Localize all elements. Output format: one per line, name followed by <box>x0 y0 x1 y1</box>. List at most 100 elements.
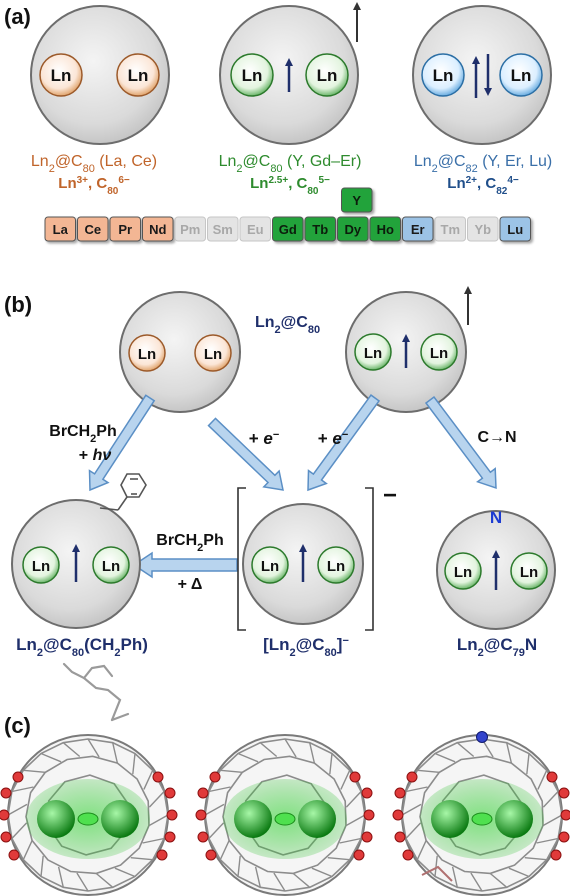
benzyl-stick-model <box>62 662 130 722</box>
ln-atom-label: Ln <box>520 564 538 581</box>
element-symbol: Lu <box>507 222 523 237</box>
fullerene-model <box>0 734 178 896</box>
cage-b-adduct: Ln Ln <box>11 473 147 629</box>
arrow-reduction-left <box>207 417 284 491</box>
panel-b-title: Ln2@C80 <box>255 314 320 336</box>
element-box-tb: Tb <box>304 216 336 242</box>
element-symbol: Y <box>352 193 361 208</box>
red-marker <box>558 831 570 843</box>
red-marker <box>361 787 373 799</box>
red-marker <box>546 771 558 783</box>
red-marker <box>0 809 10 821</box>
arrow3-label: + e− <box>318 429 349 448</box>
cage-b-anion: Ln Ln <box>242 503 364 625</box>
red-marker <box>209 771 221 783</box>
element-box-y: Y <box>341 187 373 213</box>
element-box-gd: Gd <box>272 216 304 242</box>
caption-a2-formula: Ln2@C80 (Y, Gd–Er) <box>219 153 362 175</box>
ln-atom-label: Ln <box>327 558 345 575</box>
ln-atom-label: Ln <box>511 66 532 85</box>
element-box-lu: Lu <box>499 216 531 242</box>
reaction-arrows <box>88 394 497 579</box>
bonding-orbital <box>77 812 99 826</box>
ln-atom-label: Ln <box>51 66 72 85</box>
red-marker <box>349 771 361 783</box>
caption-a2-charge: Ln2.5+, C805− <box>250 175 330 197</box>
red-marker <box>394 787 406 799</box>
element-box-eu: Eu <box>239 216 271 242</box>
element-symbol: Dy <box>344 222 361 237</box>
arrow-reduction-right <box>307 394 381 492</box>
red-marker <box>205 849 217 861</box>
element-symbol: Ce <box>84 222 101 237</box>
ln-atom-label: Ln <box>242 66 263 85</box>
red-marker <box>164 831 176 843</box>
element-box-dy: Dy <box>337 216 369 242</box>
cage-a2: Ln Ln <box>219 2 361 145</box>
red-marker <box>0 831 12 843</box>
element-symbol: Pr <box>118 222 132 237</box>
anion-bracket <box>237 487 374 631</box>
red-marker <box>156 849 168 861</box>
arrow1-reagent: BrCH2Ph <box>49 423 116 445</box>
element-symbol: Er <box>411 222 425 237</box>
element-symbol: Tb <box>312 222 328 237</box>
metal-atom <box>431 800 469 838</box>
fullerene-model <box>392 731 570 896</box>
ln-atom-label: Ln <box>128 66 149 85</box>
metal-atom <box>234 800 272 838</box>
red-marker <box>8 849 20 861</box>
red-marker <box>197 787 209 799</box>
element-symbol: Ho <box>377 222 394 237</box>
red-marker <box>12 771 24 783</box>
element-symbol: Tm <box>441 222 461 237</box>
panel-b-label: (b) <box>4 292 32 317</box>
red-marker <box>361 831 373 843</box>
arrow5-reagent: BrCH2Ph <box>156 532 223 554</box>
arrow1-condition: + hν <box>79 447 112 464</box>
panel-a-label: (a) <box>4 4 31 29</box>
ln-atom-label: Ln <box>204 346 222 363</box>
red-marker <box>152 771 164 783</box>
bonding-orbital <box>274 812 296 826</box>
ln-atom-label: Ln <box>138 346 156 363</box>
cage-a1: Ln Ln <box>30 5 170 145</box>
metal-atom <box>37 800 75 838</box>
red-marker <box>392 809 404 821</box>
red-marker <box>166 809 178 821</box>
caption-a1-charge: Ln3+, C806− <box>58 175 130 197</box>
fullerene-model <box>195 734 375 896</box>
metal-atom <box>101 800 139 838</box>
ln-atom-label: Ln <box>364 345 382 362</box>
nitrogen-sphere <box>476 731 488 743</box>
cage-b-neutral-orange: Ln Ln <box>119 291 241 413</box>
red-marker <box>394 831 406 843</box>
panel-c-label: (c) <box>4 713 31 738</box>
arrow-anion-to-adduct <box>132 551 238 579</box>
ln-atom-label: Ln <box>430 345 448 362</box>
product-adduct-label: Ln2@C80(CH2Ph) <box>16 635 148 659</box>
benzyl-group <box>99 473 147 511</box>
element-box-la: La <box>44 216 76 242</box>
ln-atom-label: Ln <box>454 564 472 581</box>
cage-b-aza: Ln Ln N <box>436 508 556 630</box>
element-box-pm: Pm <box>174 216 206 242</box>
element-box-ce: Ce <box>77 216 109 242</box>
side-fragment <box>421 865 453 882</box>
arrow4-label: C→N <box>477 429 516 446</box>
red-marker <box>197 831 209 843</box>
cage-b-neutral-green: Ln Ln <box>345 286 472 413</box>
molecular-models <box>0 731 570 896</box>
element-symbol: Gd <box>279 222 297 237</box>
element-symbol: Eu <box>247 222 264 237</box>
element-symbol: Yb <box>474 222 491 237</box>
arrow5-condition: + Δ <box>178 576 203 593</box>
ln-atom-label: Ln <box>32 558 50 575</box>
red-marker <box>558 787 570 799</box>
ln-atom-label: Ln <box>433 66 454 85</box>
ln-atom-label: Ln <box>102 558 120 575</box>
element-box-yb: Yb <box>467 216 499 242</box>
caption-a3-charge: Ln2+, C824− <box>447 175 519 197</box>
